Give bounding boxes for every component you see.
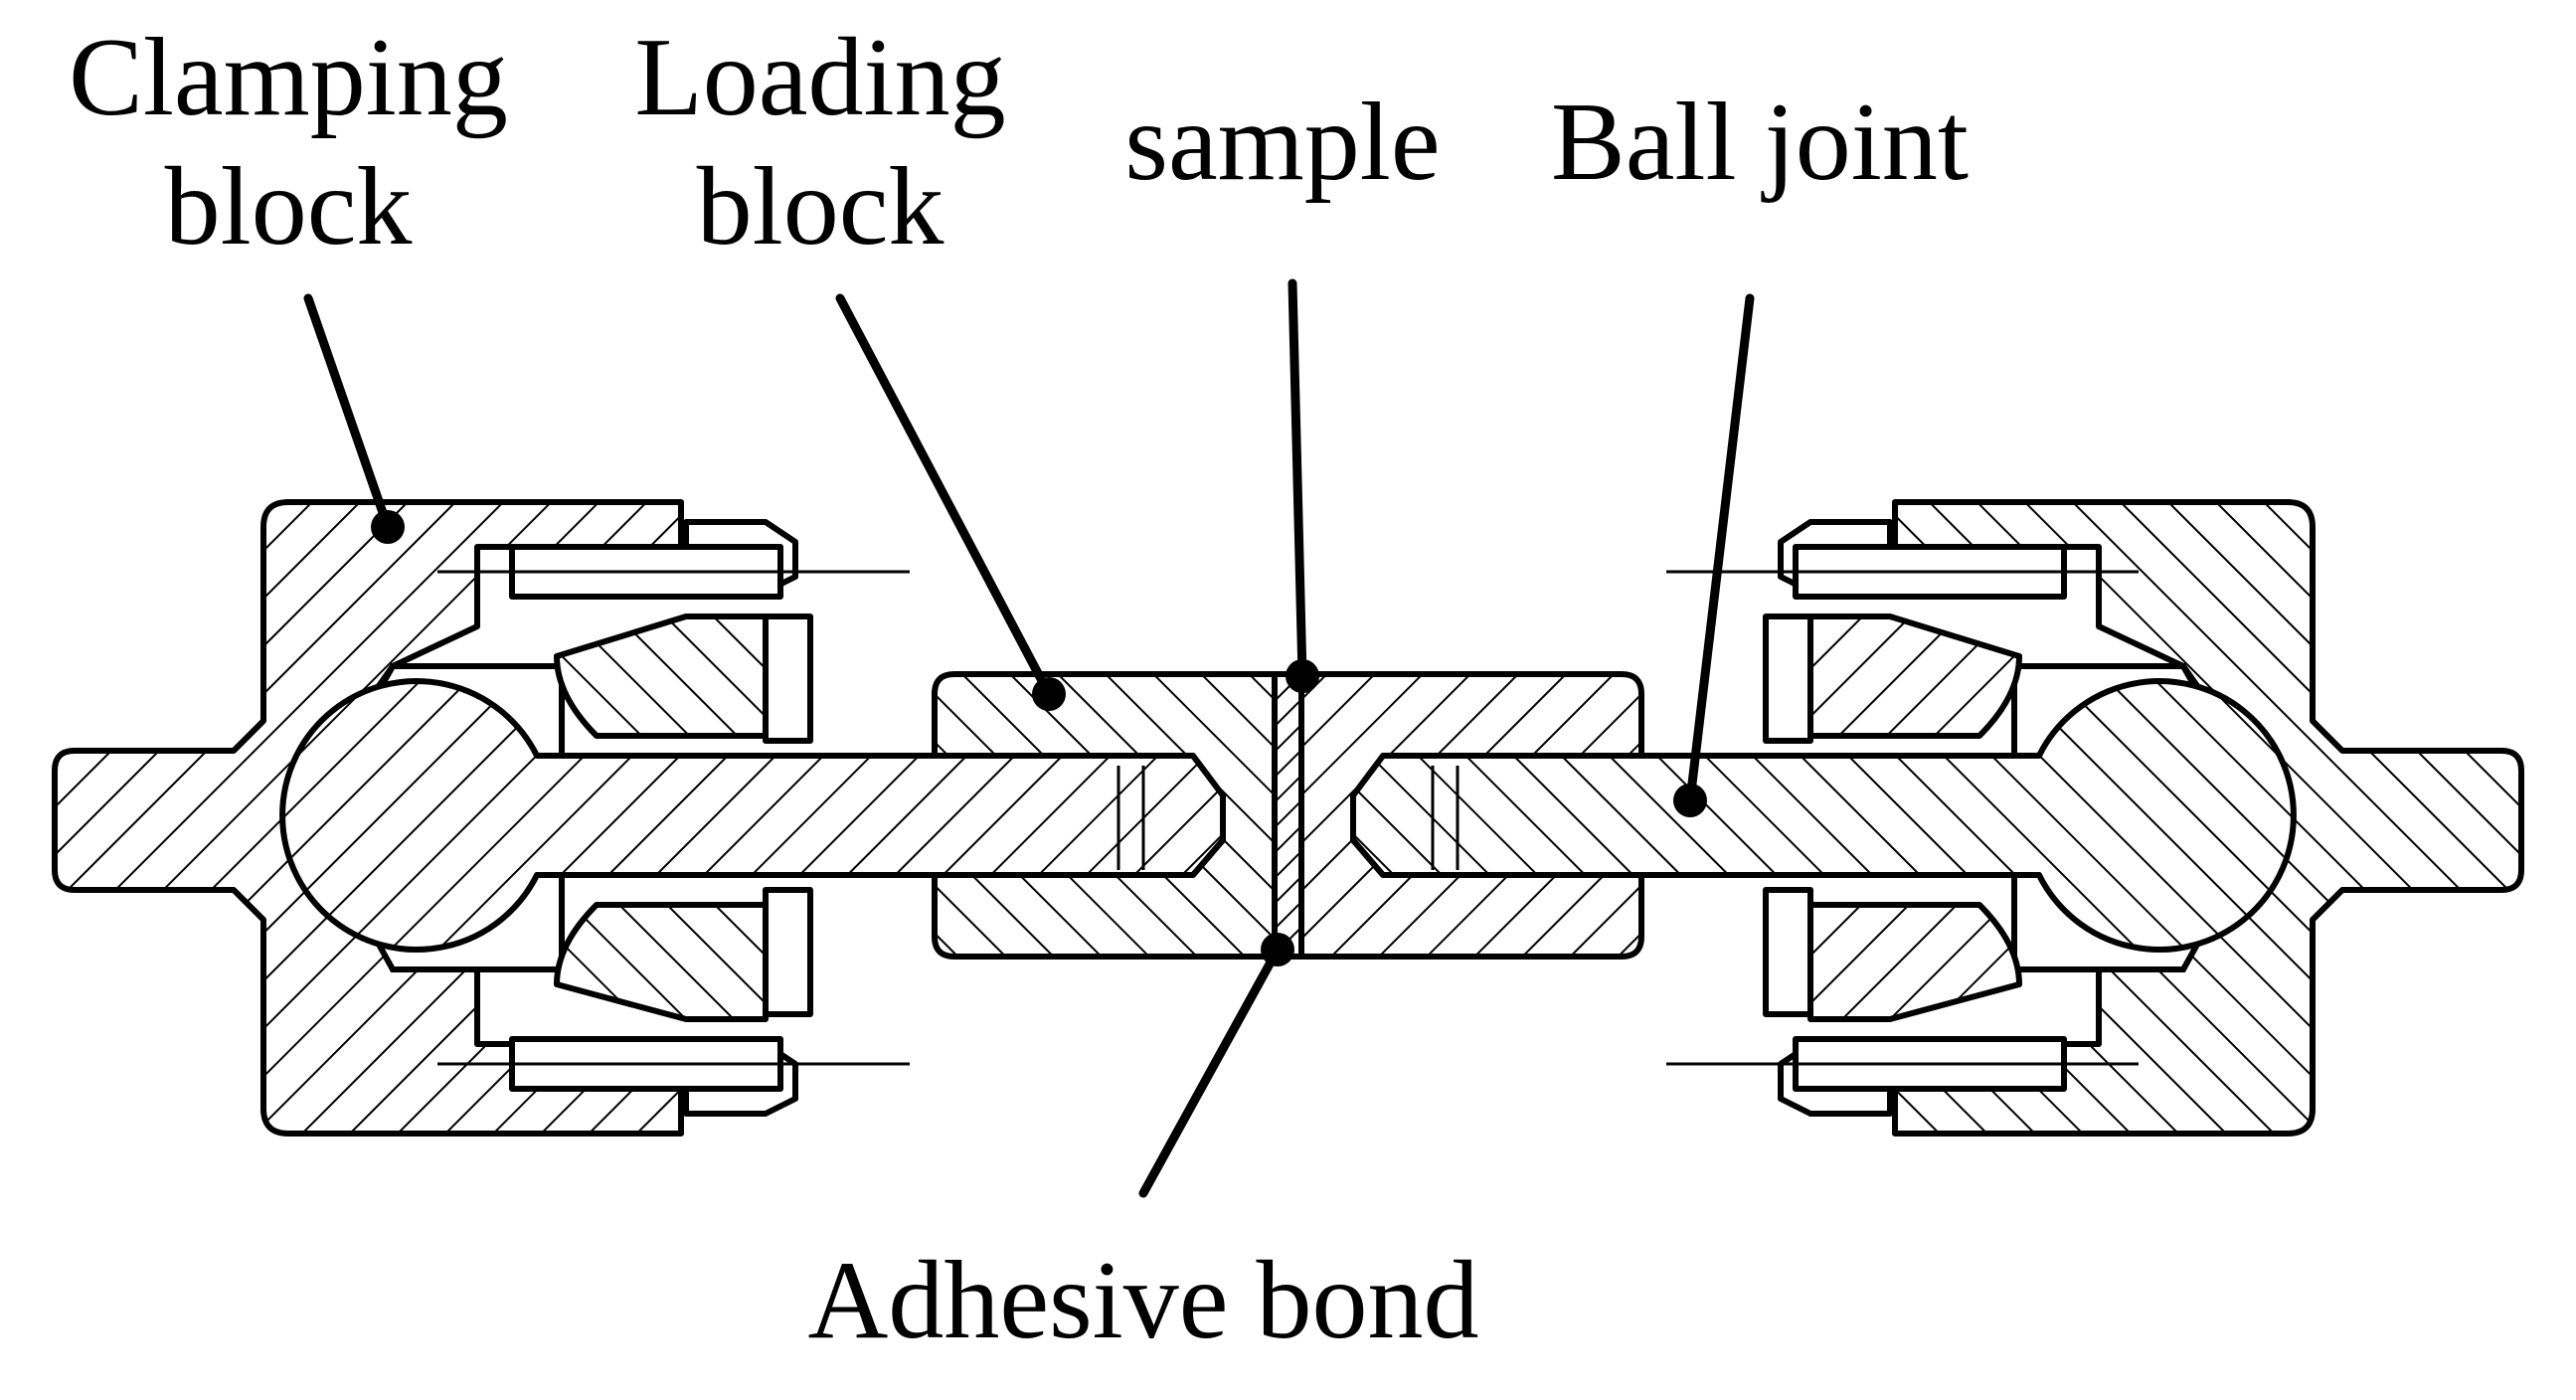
label-loading-block-line1: Loading (634, 16, 1005, 139)
label-clamping-block-line1: Clamping (69, 16, 508, 139)
leader-loading-block (835, 293, 1054, 699)
label-loading-block-line2: block (697, 145, 945, 268)
label-ball-joint: Ball joint (1551, 81, 1969, 204)
leader-ball-joint (1685, 293, 1755, 805)
label-sample: sample (1124, 81, 1440, 204)
leader-lines (303, 278, 1755, 1198)
sample-bond-layer (1272, 671, 1304, 960)
leader-clamping-block (303, 293, 393, 532)
fixture-assembly (55, 502, 2521, 1134)
right-clamp-assembly (1301, 502, 2521, 1134)
leader-dot-adhesive-bond (1261, 933, 1294, 966)
label-clamping-block-line2: block (165, 145, 413, 268)
leader-dot-clamping-block (371, 510, 405, 544)
label-adhesive-bond: Adhesive bond (807, 1239, 1478, 1362)
leader-dot-ball-joint (1673, 784, 1707, 817)
leader-dot-sample (1286, 659, 1319, 693)
leader-sample (1288, 278, 1307, 681)
leader-adhesive-bond (1138, 945, 1283, 1198)
labels: Clamping block Loading block sample Ball… (69, 16, 1969, 1362)
leader-dot-loading-block (1032, 677, 1066, 711)
left-clamp-assembly (55, 502, 1275, 1134)
